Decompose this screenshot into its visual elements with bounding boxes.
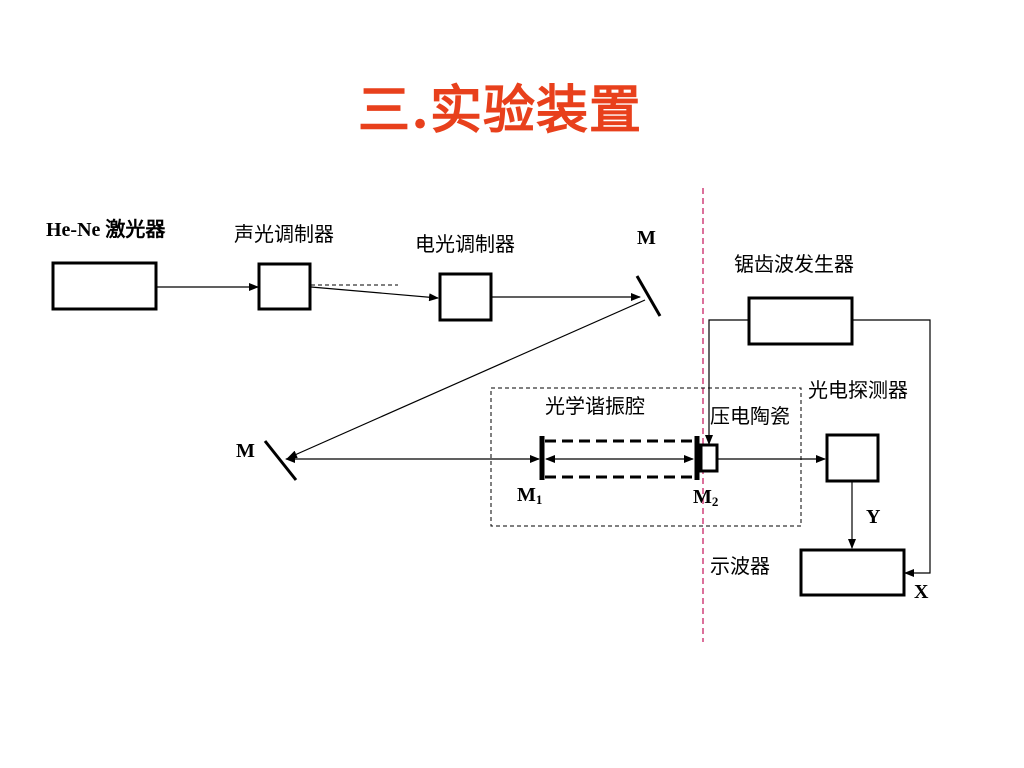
wire-sawtooth-to-piezo <box>705 319 749 445</box>
cavity-label: 光学谐振腔 <box>545 394 645 418</box>
x-channel-label: X <box>914 581 929 603</box>
mirror-left-label: M <box>236 440 255 462</box>
ao-modulator-box <box>257 262 312 311</box>
ao-modulator-label: 声光调制器 <box>234 222 334 246</box>
photodetector-label: 光电探测器 <box>808 378 908 402</box>
photodetector-box <box>825 433 880 483</box>
eo-modulator-box <box>438 272 493 322</box>
eo-modulator-label: 电光调制器 <box>415 232 515 256</box>
beam-mirror-to-mirror <box>287 299 646 459</box>
cavity-enclosure <box>490 387 802 527</box>
sawtooth-label: 锯齿波发生器 <box>734 252 854 276</box>
beam-ao-to-eo <box>310 286 439 302</box>
m1-label: M1 <box>517 484 543 507</box>
piezo-box <box>699 443 719 473</box>
y-channel-label: Y <box>866 506 881 528</box>
page-title: 三.实验装置 <box>357 80 643 141</box>
mirror-left <box>263 440 298 481</box>
oscilloscope-label: 示波器 <box>710 554 770 578</box>
piezo-label: 压电陶瓷 <box>710 404 790 428</box>
wire-sawtooth-to-scope-x <box>852 319 931 577</box>
mirror-top-label: M <box>637 227 656 249</box>
m2-label: M2 <box>693 486 719 509</box>
oscilloscope-box <box>799 548 906 597</box>
laser-box <box>51 261 158 311</box>
laser-label: He-Ne 激光器 <box>46 219 166 241</box>
sawtooth-box <box>747 296 854 346</box>
mirror-top <box>635 275 662 317</box>
